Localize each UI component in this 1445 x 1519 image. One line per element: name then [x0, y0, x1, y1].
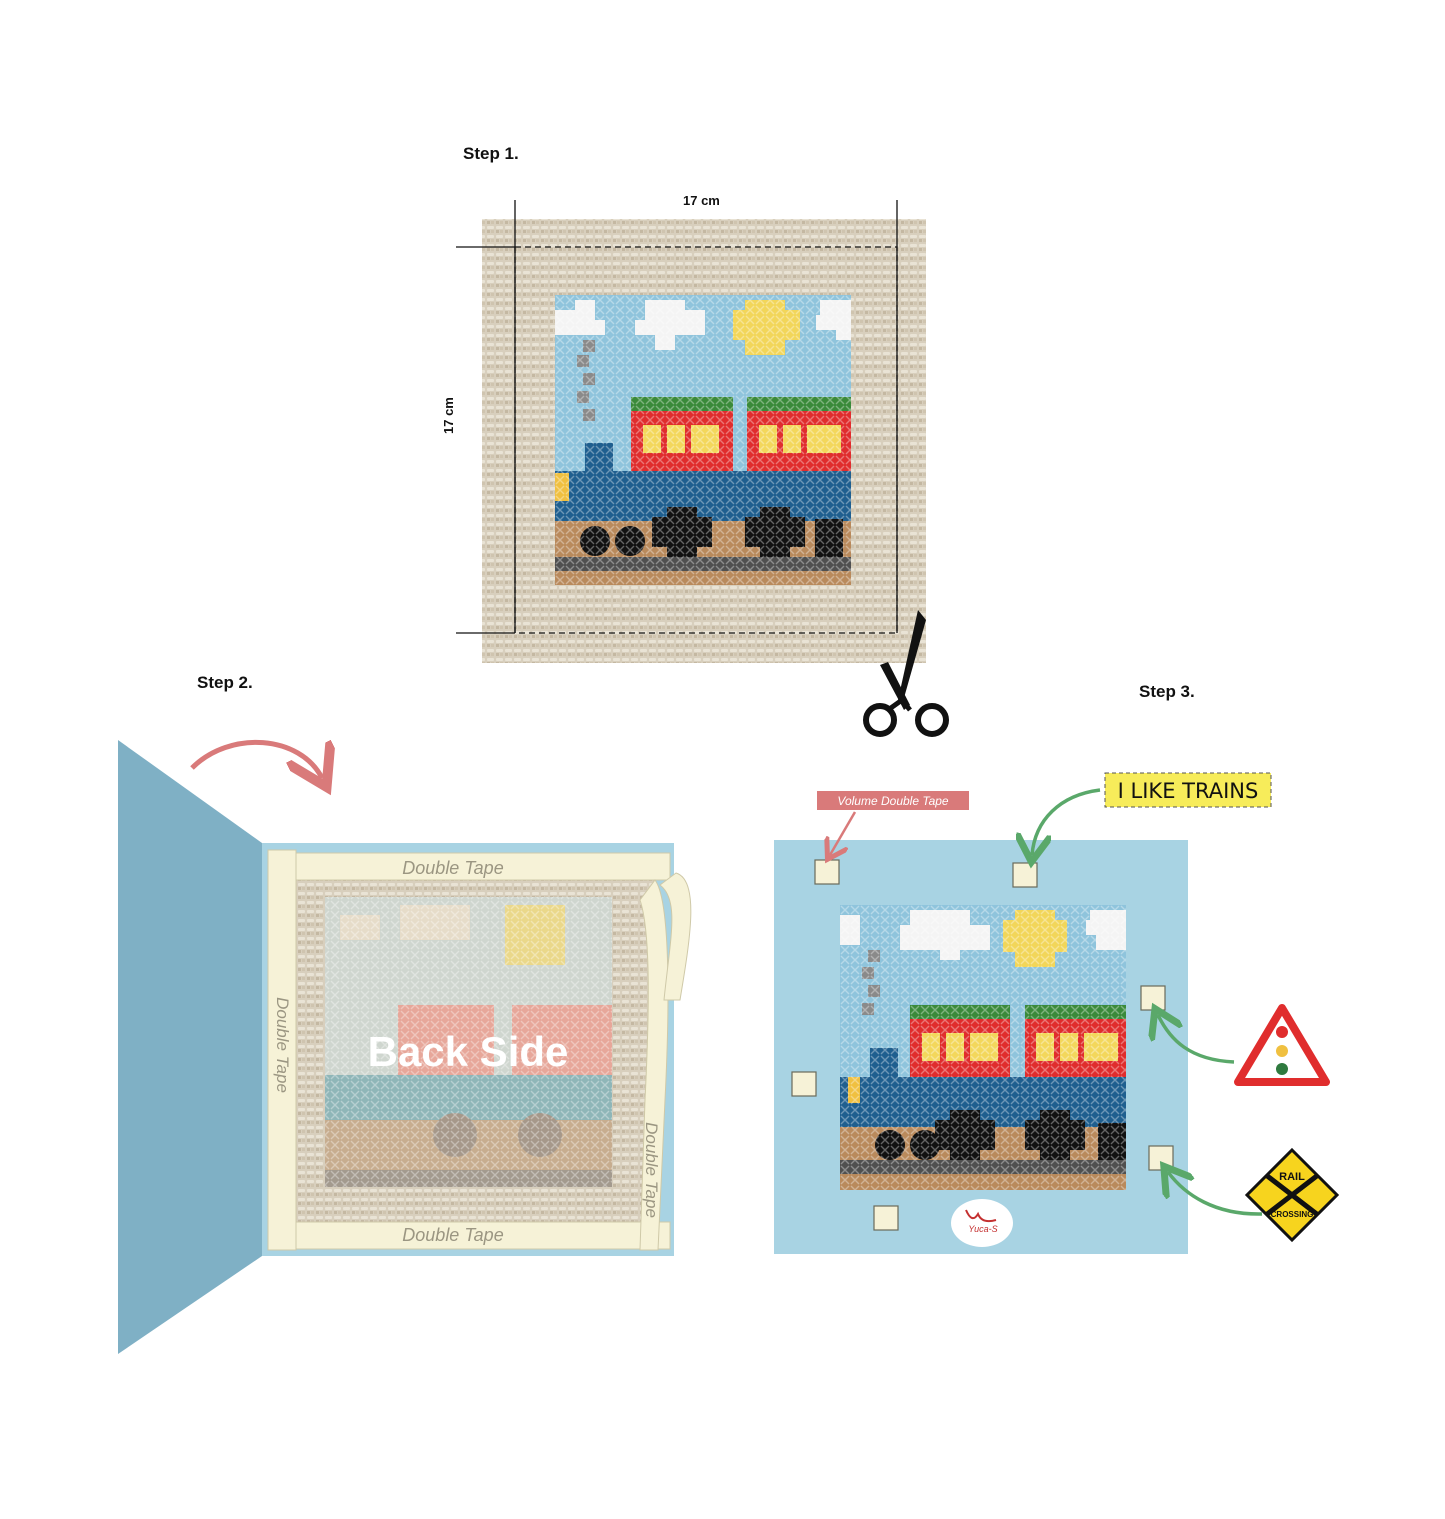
step2-label: Step 2. [197, 673, 253, 692]
volume-tape-label: Volume Double Tape [837, 794, 949, 808]
sticker-text: I LIKE TRAINS [1118, 779, 1259, 803]
width-dimension-label: 17 cm [683, 193, 720, 208]
step2-fabric-back [282, 870, 654, 1222]
scissors-icon [863, 610, 949, 737]
step2-cover-flap [118, 740, 262, 1354]
sticker-arrow [1032, 788, 1101, 855]
sticker-like-trains [1104, 772, 1272, 808]
step1-label: Step 1. [463, 144, 519, 163]
traffic-light-sign-icon [1234, 1004, 1330, 1086]
step2-tapes [267, 849, 692, 1251]
step1-embroidery [555, 295, 851, 585]
back-side-label: Back Side [368, 1028, 569, 1075]
height-dimension-label: 17 cm [441, 397, 456, 434]
rail-sign-bottom: CROSSING [1271, 1210, 1314, 1219]
brand-logo [951, 1199, 1013, 1247]
tape-bottom-label: Double Tape [402, 1225, 503, 1245]
tape-top-label: Double Tape [402, 858, 503, 878]
rail-sign-arrow [1168, 1172, 1263, 1216]
logo-text: Yuca-S [968, 1224, 997, 1234]
traffic-sign-arrow [1158, 1015, 1235, 1064]
dimension-lines [456, 200, 898, 634]
volume-tape-arrow [830, 811, 857, 855]
tape-left-label: Double Tape [273, 997, 292, 1093]
volume-tape-tag [817, 791, 969, 810]
step3-label: Step 3. [1139, 682, 1195, 701]
rail-sign-top: RAIL [1279, 1171, 1305, 1183]
tape-right-label: Double Tape [642, 1122, 661, 1218]
rail-crossing-sign-icon [1244, 1147, 1340, 1243]
step3-embroidery [840, 905, 1126, 1190]
fold-arrow [190, 742, 322, 778]
